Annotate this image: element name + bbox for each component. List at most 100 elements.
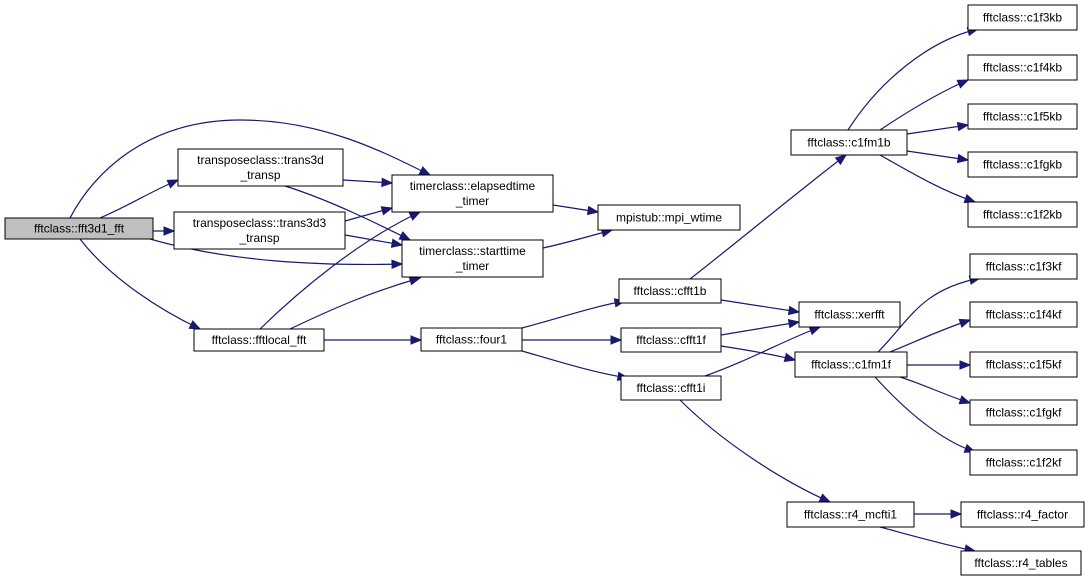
node-box [969,253,1078,280]
edge-start-to-wtime [542,229,613,249]
node-label: _timer [455,259,489,273]
node-xerfft[interactable]: fftclass::xerfft [798,301,901,328]
node-box [967,54,1078,81]
arrowhead-c1fm1f-to-c1fgkf [958,395,972,405]
node-box [4,217,154,240]
node-c1f2kf[interactable]: fftclass::c1f2kf [969,449,1078,476]
arrowhead-cfft1b-to-c1fm1b [834,154,848,166]
node-c1f2kb[interactable]: fftclass::c1f2kb [967,201,1078,228]
arrowhead-r4mcfti1-to-r4factor [950,509,963,519]
node-c1f3kf[interactable]: fftclass::c1f3kf [969,253,1078,280]
node-cfft1f[interactable]: fftclass::cfft1f [620,327,722,353]
edge-c1fm1b-to-c1f4kb [879,79,969,131]
node-label: fftclass::fft3d1_fft [34,222,125,236]
node-box [960,550,1082,576]
node-box [391,174,554,213]
node-r4mcfti1[interactable]: fftclass::r4_mcfti1 [786,501,915,528]
node-trans3d3[interactable]: transposeclass::trans3d3_transp [173,211,346,250]
arrowhead-trans3d3-to-start [390,238,404,248]
arrowhead-c1fm1f-to-c1f4kf [958,318,972,328]
node-box [401,239,544,278]
arrowhead-four1-to-cfft1f [610,335,623,345]
node-label: fftclass::c1fm1f [811,358,891,372]
node-box [173,211,346,250]
node-label: timerclass::starttime [419,244,526,258]
node-label: transposeclass::trans3d [197,153,324,167]
node-c1f5kf[interactable]: fftclass::c1f5kf [969,351,1078,378]
arrowhead-cfft1i-to-xerfft [808,326,822,336]
node-label: fftclass::c1f4kb [983,61,1062,75]
node-label: fftclass::cfft1f [636,333,706,347]
node-four1[interactable]: fftclass::four1 [420,327,523,352]
node-cfft1b[interactable]: fftclass::cfft1b [618,278,722,304]
node-box [620,375,722,401]
node-box [969,449,1078,476]
edge-cfft1i-to-xerfft [704,326,821,377]
node-box [790,129,908,156]
node-wtime[interactable]: mpistub::mpi_wtime [597,204,741,231]
arrowhead-elapsed-to-wtime [586,205,600,216]
node-label: timerclass::elapsedtime [410,179,536,193]
node-box [969,351,1078,378]
arrowhead-trans3d3-to-elapsed [380,206,394,216]
arrowhead-fftlocal-to-start [408,276,422,286]
node-box [967,201,1078,228]
node-label: fftclass::c1f5kf [986,358,1062,372]
edge-fftlocal-to-elapsed [259,211,421,330]
nodes-layer: fftclass::fft3d1_fft transposeclass::tran… [4,4,1085,576]
node-r4factor[interactable]: fftclass::r4_factor [960,501,1085,528]
node-label: fftclass::c1f2kf [986,456,1062,470]
arrowhead-fftlocal-to-four1 [410,335,423,345]
node-c1f4kb[interactable]: fftclass::c1f4kb [967,54,1078,81]
edges-layer [69,26,982,554]
node-label: fftclass::c1f4kf [986,308,1062,322]
node-box [620,327,722,353]
node-label: mpistub::mpi_wtime [616,211,722,225]
edge-four1-to-cfft1i [521,350,629,379]
node-box [786,501,915,528]
node-fft3d1[interactable]: fftclass::fft3d1_fft [4,217,154,240]
node-box [969,301,1078,328]
edge-c1fm1b-to-c1f2kb [879,154,976,203]
edge-fft3d1-to-elapsed [69,119,431,219]
node-box [794,351,908,378]
node-label: fftclass::four1 [436,333,507,347]
edge-cfft1f-to-xerfft [720,321,800,336]
node-c1f4kf[interactable]: fftclass::c1f4kf [969,301,1078,328]
edge-cfft1i-to-r4mcfti1 [679,399,831,503]
arrowhead-cfft1b-to-xerfft [787,305,801,316]
node-c1f3kb[interactable]: fftclass::c1f3kb [967,4,1078,31]
node-trans3d[interactable]: transposeclass::trans3d_transp [177,148,344,187]
node-c1fgkf[interactable]: fftclass::c1fgkf [969,399,1078,426]
node-r4tables[interactable]: fftclass::r4_tables [960,550,1082,576]
node-box [177,148,344,187]
edge-c1fm1f-to-c1fgkf [899,376,971,404]
node-box [193,328,325,352]
node-label: fftclass::c1f5kb [983,110,1062,124]
node-label: fftclass::cfft1i [637,381,706,395]
node-label: fftclass::c1f2kb [983,208,1062,222]
node-label: fftclass::c1f3kf [986,260,1062,274]
node-start[interactable]: timerclass::starttime_timer [401,239,544,278]
node-box [960,501,1085,528]
node-fftlocal[interactable]: fftclass::fftlocal_fft [193,328,325,352]
node-box [967,151,1078,178]
arrowhead-fft3d1-to-elapsed [418,166,432,176]
arrowhead-trans3d-to-start [398,231,412,241]
arrowhead-cfft1f-to-c1fm1f [783,352,797,362]
arrowhead-fft3d1-to-trans3d3 [163,226,176,236]
node-elapsed[interactable]: timerclass::elapsedtime_timer [391,174,554,213]
node-box [969,399,1078,426]
edge-fftlocal-to-start [289,277,421,330]
node-c1f5kb[interactable]: fftclass::c1f5kb [967,103,1078,130]
arrowhead-fft3d1-to-start [391,259,404,269]
node-label: fftclass::c1fm1b [807,136,890,150]
edge-cfft1b-to-c1fm1b [689,154,847,280]
arrowhead-fft3d1-to-trans3d [166,179,180,189]
node-cfft1i[interactable]: fftclass::cfft1i [620,375,722,401]
node-box [798,301,901,328]
node-c1fgkb[interactable]: fftclass::c1fgkb [967,151,1078,178]
node-c1fm1b[interactable]: fftclass::c1fm1b [790,129,908,156]
node-c1fm1f[interactable]: fftclass::c1fm1f [794,351,908,378]
